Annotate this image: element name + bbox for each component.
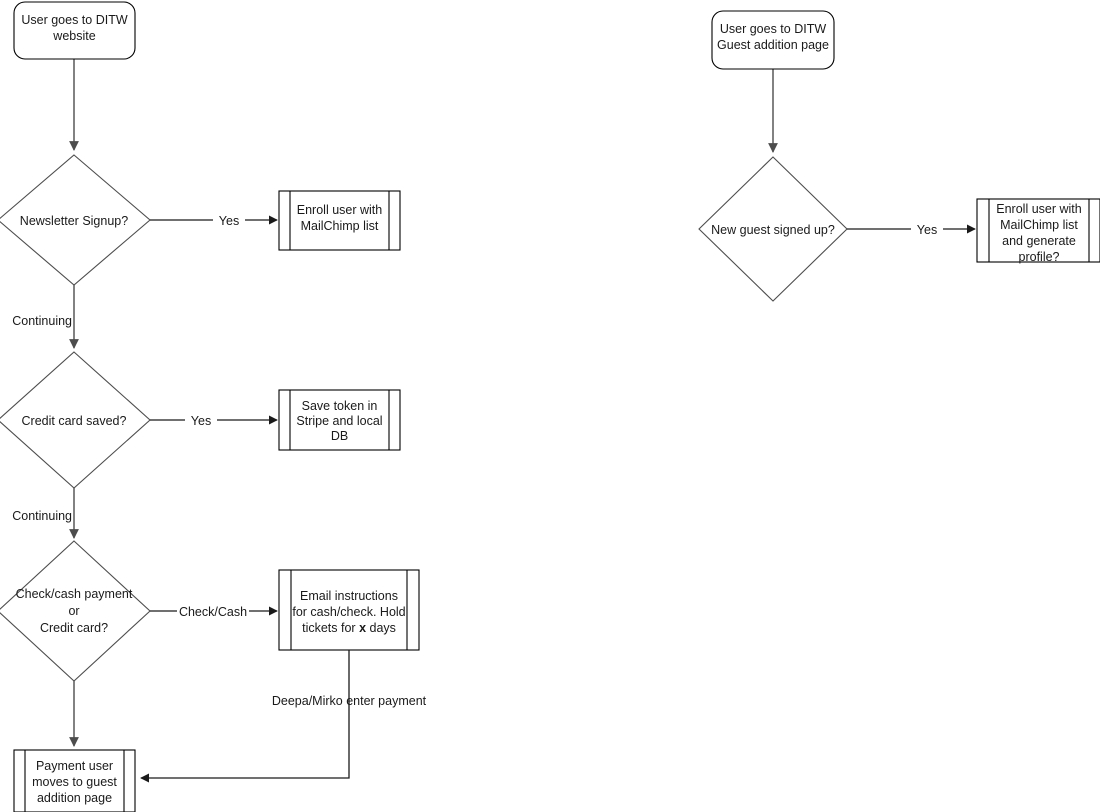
node-payment-user-moves-line-3: addition page <box>37 791 112 805</box>
node-start-website[interactable]: User goes to DITW website <box>13 1 136 60</box>
node-start-guest-page-line-2: Guest addition page <box>717 38 829 52</box>
node-start-website-line-2: website <box>52 29 95 43</box>
node-credit-card-decision[interactable]: Credit card saved? <box>0 351 151 489</box>
node-new-guest-decision-label: New guest signed up? <box>711 223 835 237</box>
node-enroll-mailchimp-line-2: MailChimp list <box>301 219 379 233</box>
edge-newsletter-continuing: Continuing <box>12 285 79 349</box>
edge-deepa-mirko: Deepa/Mirko enter payment <box>140 650 427 783</box>
edge-label-newsletter-yes: Yes <box>219 214 239 228</box>
node-enroll-mailchimp[interactable]: Enroll user with MailChimp list <box>278 190 401 251</box>
node-email-instructions-line-3: tickets for x days <box>302 621 396 635</box>
edge-label-credit-card-yes: Yes <box>191 414 211 428</box>
node-payment-method-decision[interactable]: Check/cash payment or Credit card? <box>0 540 151 682</box>
node-enroll-mailchimp-line-1: Enroll user with <box>297 203 382 217</box>
edge-newsletter-yes: Yes <box>150 214 278 228</box>
node-email-instructions-line-1: Email instructions <box>300 589 398 603</box>
email-line3-suffix: days <box>366 621 396 635</box>
node-newsletter-decision-label: Newsletter Signup? <box>20 214 128 228</box>
edge-new-guest-yes: Yes <box>847 223 976 237</box>
node-enroll-generate-profile[interactable]: Enroll user with MailChimp list and gene… <box>976 198 1100 264</box>
node-payment-method-line-1: Check/cash payment <box>16 587 133 601</box>
node-new-guest-decision[interactable]: New guest signed up? <box>698 156 848 302</box>
edge-label-new-guest-yes: Yes <box>917 223 937 237</box>
node-payment-method-line-2: or <box>68 604 79 618</box>
edge-label-check-cash: Check/Cash <box>179 605 247 619</box>
edge-credit-card-continuing: Continuing <box>12 488 79 539</box>
edge-label-deepa-mirko: Deepa/Mirko enter payment <box>272 694 427 708</box>
node-newsletter-decision[interactable]: Newsletter Signup? <box>0 154 151 286</box>
edge-label-credit-card-continuing: Continuing <box>12 509 72 523</box>
edge-credit-card-yes: Yes <box>150 414 278 428</box>
node-enroll-generate-line-4: profile? <box>1019 250 1060 264</box>
node-payment-user-moves-line-2: moves to guest <box>32 775 117 789</box>
node-enroll-generate-line-1: Enroll user with <box>996 202 1081 216</box>
edge-label-newsletter-continuing: Continuing <box>12 314 72 328</box>
node-save-token-line-1: Save token in <box>302 399 378 413</box>
email-line3-bold-x: x <box>359 621 366 635</box>
node-email-instructions-line-2: for cash/check. Hold <box>292 605 405 619</box>
node-save-token[interactable]: Save token in Stripe and local DB <box>278 389 401 451</box>
node-save-token-line-2: Stripe and local <box>296 414 382 428</box>
node-save-token-line-3: DB <box>331 429 348 443</box>
node-payment-user-moves[interactable]: Payment user moves to guest addition pag… <box>13 749 136 812</box>
node-email-instructions[interactable]: Email instructions for cash/check. Hold … <box>278 569 420 651</box>
node-start-website-line-1: User goes to DITW <box>21 13 127 27</box>
node-start-guest-page-line-1: User goes to DITW <box>720 22 826 36</box>
node-credit-card-decision-label: Credit card saved? <box>22 414 127 428</box>
node-enroll-generate-line-2: MailChimp list <box>1000 218 1078 232</box>
edge-payment-check-cash: Check/Cash <box>150 605 278 619</box>
node-enroll-generate-line-3: and generate <box>1002 234 1076 248</box>
node-payment-user-moves-line-1: Payment user <box>36 759 113 773</box>
node-start-guest-page[interactable]: User goes to DITW Guest addition page <box>711 10 835 70</box>
email-line3-prefix: tickets for <box>302 621 359 635</box>
node-payment-method-line-3: Credit card? <box>40 621 108 635</box>
